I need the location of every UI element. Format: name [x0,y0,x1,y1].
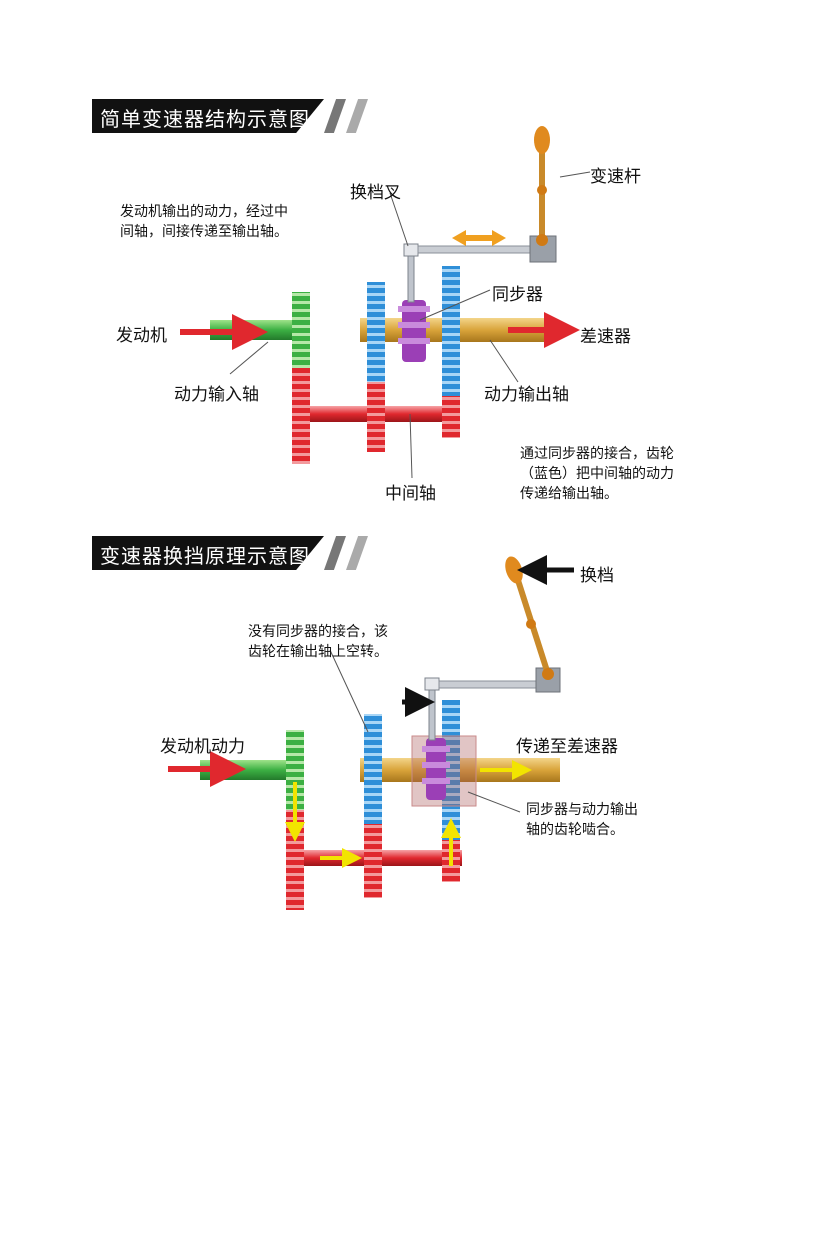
lever-joint [536,234,548,246]
shift-fork-block [424,677,440,691]
synchronizer-teeth [422,778,450,784]
shift-fork-rod [407,251,415,303]
output-gear-2 [442,700,460,840]
synchronizer-teeth [398,338,430,344]
engine-label: 发动机 [116,326,167,346]
shift-rail [417,245,539,254]
section1-note-bottom: 通过同步器的接合，齿轮 （蓝色）把中间轴的动力 传递给输出轴。 [520,446,674,502]
synchronizer-label: 同步器 [492,285,543,305]
section2-title-banner: 变速器换挡原理示意图 [92,536,374,570]
input-shaft-label: 动力输入轴 [174,385,259,405]
differential-label: 差速器 [580,327,631,347]
shift-fork-block [403,243,419,257]
leader-line [409,413,413,479]
synchronizer-teeth [398,306,430,312]
leader-line [419,289,491,321]
lever-joint [542,668,554,680]
gear-lever-knob [534,126,550,154]
shift-fork-label: 换档叉 [350,183,401,203]
shift-fork-rod [428,689,436,741]
lever-joint [537,185,547,195]
synchronizer [402,300,426,362]
section2-note-top: 没有同步器的接合，该 齿轮在输出轴上空转。 [248,624,388,660]
section1-title-banner: 简单变速器结构示意图 [92,99,374,133]
section2-title: 变速器换挡原理示意图 [100,544,310,568]
leader-line [559,171,591,178]
section1-title: 简单变速器结构示意图 [100,107,310,131]
gear-lever-knob [505,556,523,584]
leader-line [329,649,369,733]
synchronizer-teeth [398,322,430,328]
input-gear [292,292,310,368]
title-bar [92,536,324,570]
counter-gear-large [292,368,310,464]
shift-rail [438,680,544,689]
leader-line [229,341,269,375]
leader-line [489,339,519,383]
counter-gear-mid [367,382,385,452]
counter-gear-small [442,396,460,438]
output-gear-2 [442,266,460,396]
shifting-principle-diagram [168,555,574,910]
leader-line [389,192,409,247]
output-gear-1 [364,714,382,824]
shift-label: 换档 [580,566,614,586]
transmission-structure-diagram [180,126,591,479]
output-gear-1 [367,282,385,382]
section2-note-bottom: 同步器与动力输出 轴的齿轮啮合。 [526,802,638,838]
countershaft-label: 中间轴 [385,484,436,504]
title-bar [92,99,324,133]
to-differential-label: 传递至差速器 [516,737,618,757]
input-gear [286,730,304,810]
synchronizer [426,738,446,800]
synchronizer-teeth [422,746,450,752]
section1-note-top: 发动机输出的动力，经过中 间轴，间接传递至输出轴。 [120,204,288,240]
output-shaft-label: 动力输出轴 [484,385,569,405]
double-arrow-icon [452,230,506,246]
lever-joint [526,619,536,629]
gear-lever-label: 变速杆 [590,167,641,187]
engine-power-label: 发动机动力 [160,737,245,757]
counter-gear-mid [364,824,382,898]
leader-line [467,791,521,813]
synchronizer-teeth [422,762,450,768]
